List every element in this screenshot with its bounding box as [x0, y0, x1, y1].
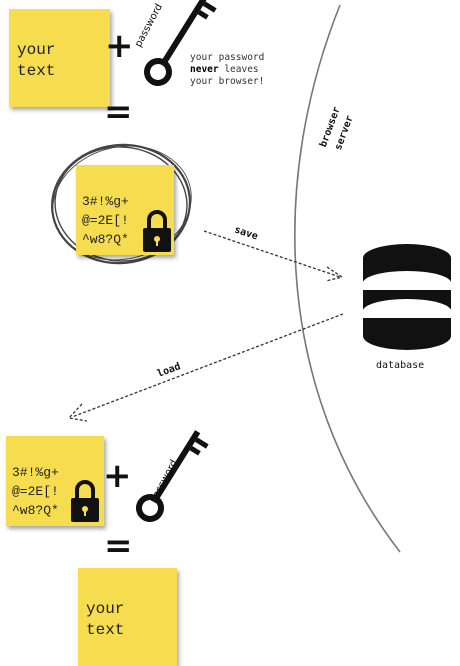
plus-sign: +: [105, 26, 134, 66]
equals-sign: =: [104, 92, 133, 132]
bottom-plus-sign: +: [103, 456, 132, 496]
browser-server-boundary: [294, 4, 401, 553]
bottom-plain-text-note: your text: [78, 568, 177, 666]
load-arrow: [67, 313, 344, 422]
database-label: database: [376, 360, 425, 371]
encrypted-note: 3#!%g+ @=2E[! ^w8?Q*: [76, 165, 174, 255]
bottom-plain-text: your text: [86, 600, 125, 639]
save-arrow: [203, 230, 344, 282]
bottom-encrypted-note: 3#!%g+ @=2E[! ^w8?Q*: [6, 436, 104, 526]
cipher-text: 3#!%g+ @=2E[! ^w8?Q*: [82, 194, 129, 247]
plain-text: your text: [17, 41, 56, 80]
scribble-circle: [51, 143, 192, 265]
password-caption: your password never leaves your browser!: [190, 52, 265, 87]
bottom-equals-sign: =: [104, 526, 133, 566]
bottom-cipher-text: 3#!%g+ @=2E[! ^w8?Q*: [12, 465, 59, 518]
plain-text-note: your text: [9, 9, 110, 107]
